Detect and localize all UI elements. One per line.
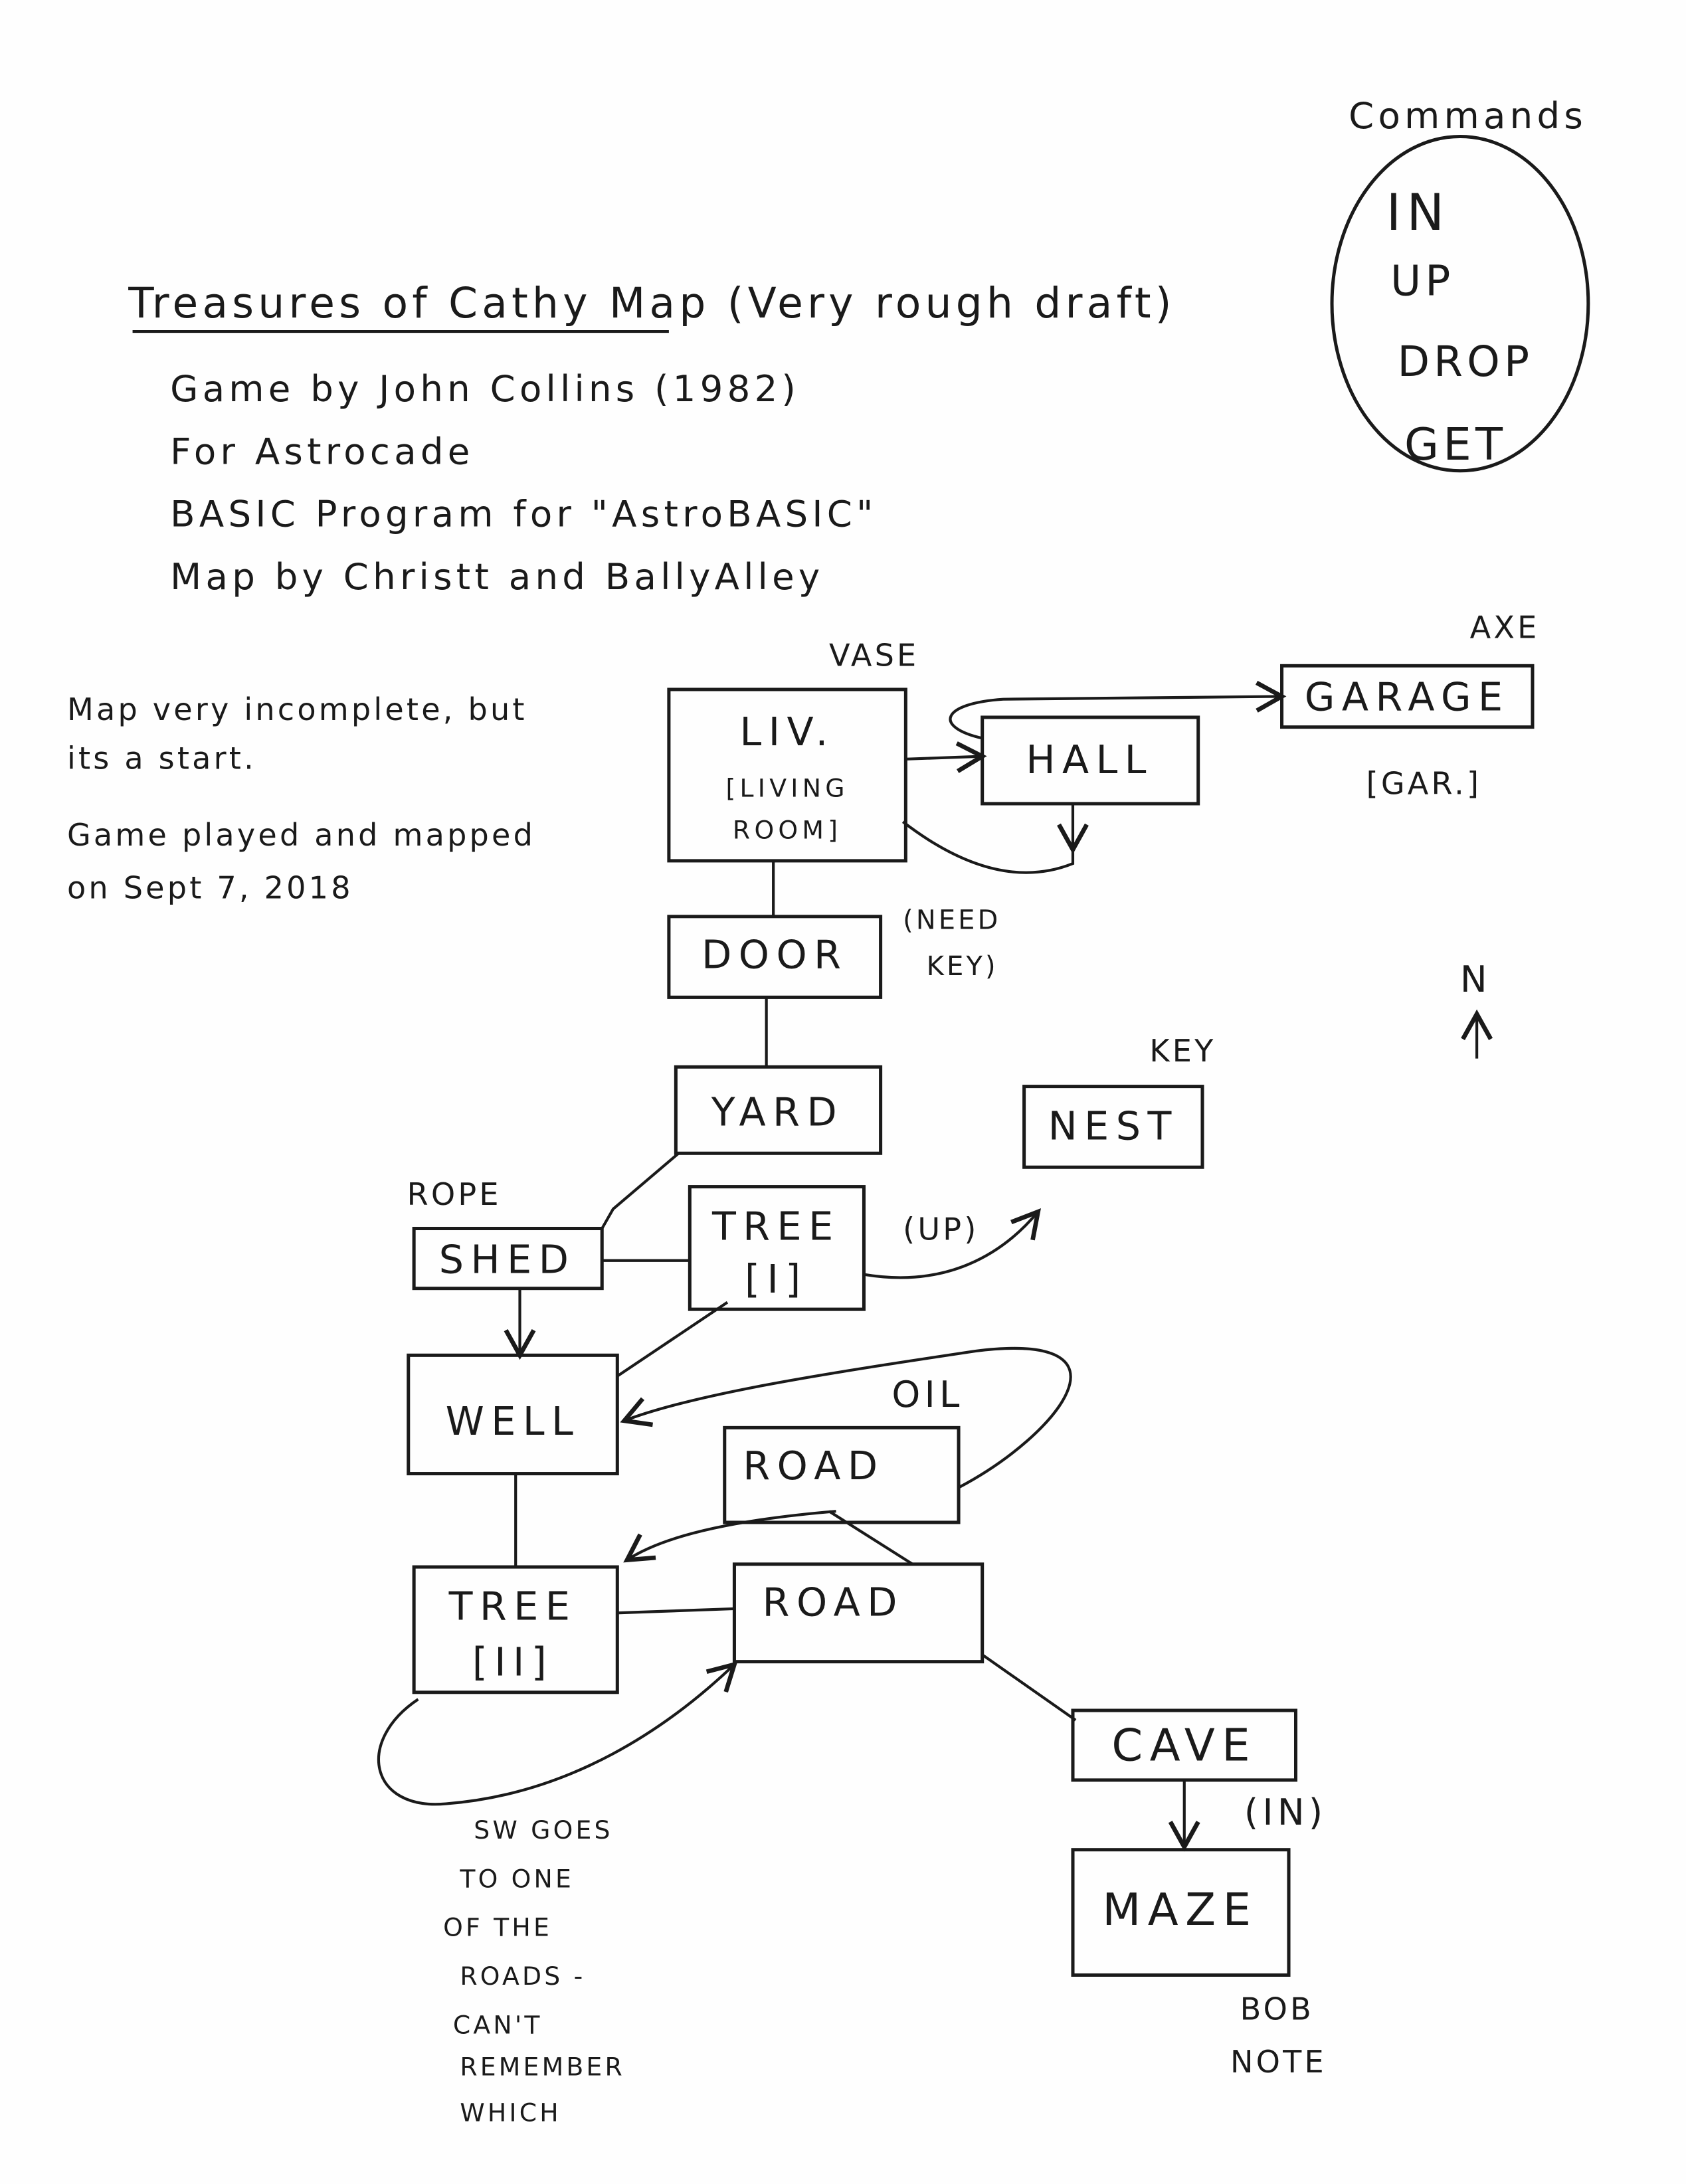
room-nest: NEST KEY bbox=[1022, 1033, 1216, 1169]
command-up: UP bbox=[1390, 257, 1455, 306]
item-label: BOB bbox=[1240, 1991, 1314, 2027]
room-hall: HALL bbox=[981, 715, 1200, 806]
header-line: Game by John Collins (1982) bbox=[170, 367, 800, 410]
item-label: VASE bbox=[829, 637, 919, 673]
path-road1-well bbox=[620, 1346, 1072, 1489]
sw-note-line: ROADS - bbox=[460, 1961, 585, 1991]
room-box bbox=[667, 687, 907, 863]
room-road-1: ROAD OIL bbox=[723, 1373, 963, 1524]
room-name: NEST bbox=[1048, 1103, 1178, 1148]
room-name: YARD bbox=[711, 1089, 844, 1135]
path-tree2-sw-road2 bbox=[377, 1661, 738, 1806]
room-name: GARAGE bbox=[1305, 674, 1510, 719]
room-name: DOOR bbox=[702, 932, 848, 977]
room-box bbox=[1071, 1708, 1298, 1782]
note-line: on Sept 7, 2018 bbox=[67, 870, 353, 906]
room-cave: CAVE (IN) bbox=[1071, 1708, 1327, 1833]
room-box bbox=[1280, 664, 1535, 729]
room-door: DOOR (NEED KEY) bbox=[667, 905, 1000, 999]
room-box bbox=[412, 1565, 619, 1694]
item-label: ROPE bbox=[407, 1176, 502, 1212]
commands-title: Commands bbox=[1349, 94, 1587, 137]
room-name: WELL bbox=[446, 1399, 580, 1444]
path-liv-hall bbox=[905, 741, 987, 773]
room-living-room: LIV. [LIVING ROOM] VASE bbox=[667, 637, 919, 863]
room-box bbox=[732, 1562, 984, 1664]
room-tree-2: TREE [II] bbox=[412, 1565, 619, 1694]
room-box bbox=[1022, 1085, 1204, 1169]
exit-label: (UP) bbox=[903, 1211, 979, 1247]
room-well: WELL bbox=[407, 1353, 619, 1476]
room-box bbox=[1071, 1848, 1291, 1977]
map-title: Treasures of Cathy Map (Very rough draft… bbox=[128, 279, 1175, 327]
sw-note-line: REMEMBER bbox=[460, 2052, 625, 2081]
header-line: For Astrocade bbox=[170, 430, 474, 472]
header-line: Map by Christt and BallyAlley bbox=[170, 555, 824, 598]
path-hall-garage bbox=[949, 680, 1287, 740]
room-name: LIV. bbox=[740, 709, 835, 755]
room-name: TREE bbox=[448, 1584, 577, 1629]
sw-note-line: CAN'T bbox=[453, 2011, 543, 2040]
command-in: IN bbox=[1386, 183, 1450, 242]
room-number: [II] bbox=[472, 1640, 553, 1685]
room-name: HALL bbox=[1026, 737, 1153, 782]
room-name: CAVE bbox=[1111, 1720, 1257, 1772]
note-line: Map very incomplete, but bbox=[67, 691, 527, 727]
room-box bbox=[981, 715, 1200, 806]
path-road2-cave bbox=[981, 1653, 1077, 1722]
sw-note-line: TO ONE bbox=[459, 1864, 574, 1893]
item-label: KEY bbox=[1149, 1033, 1216, 1069]
item-label: OIL bbox=[891, 1373, 963, 1415]
sw-note-line: SW GOES bbox=[474, 1815, 612, 1845]
path-liv-hall-loop bbox=[901, 820, 1075, 874]
room-garage: GARAGE [GAR.] AXE bbox=[1280, 609, 1540, 801]
room-box bbox=[674, 1065, 883, 1155]
sw-note-line: OF THE bbox=[443, 1913, 552, 1942]
exit-label: (IN) bbox=[1244, 1791, 1327, 1833]
room-box bbox=[723, 1425, 961, 1524]
door-note: KEY) bbox=[927, 951, 998, 982]
door-note: (NEED bbox=[903, 905, 1000, 936]
room-number: [I] bbox=[745, 1257, 808, 1302]
room-name: TREE bbox=[711, 1204, 840, 1249]
room-shed: SHED ROPE bbox=[407, 1176, 604, 1291]
path-road1-tree2 bbox=[623, 1510, 836, 1563]
commands-circle bbox=[1330, 134, 1590, 473]
room-name: MAZE bbox=[1102, 1884, 1258, 1936]
room-full-name: ROOM] bbox=[733, 815, 842, 844]
room-tree-1: TREE [I] (UP) bbox=[688, 1185, 979, 1311]
room-box bbox=[407, 1353, 619, 1476]
connections bbox=[377, 680, 1287, 1852]
room-box bbox=[412, 1226, 604, 1291]
compass-label: N bbox=[1460, 958, 1491, 1000]
room-yard: YARD bbox=[674, 1065, 883, 1155]
command-get: GET bbox=[1404, 418, 1507, 470]
note-line: Game played and mapped bbox=[67, 817, 535, 853]
room-name: SHED bbox=[439, 1237, 576, 1283]
room-name: ROAD bbox=[763, 1580, 904, 1625]
room-maze: MAZE BOB NOTE bbox=[1071, 1848, 1327, 2080]
room-box bbox=[667, 915, 883, 999]
item-label: AXE bbox=[1470, 609, 1540, 645]
room-box bbox=[688, 1185, 866, 1311]
sw-note-line: WHICH bbox=[460, 2098, 561, 2128]
sw-note: SW GOES TO ONE OF THE ROADS - CAN'T REME… bbox=[443, 1815, 625, 2128]
path-yard-shed bbox=[601, 1152, 680, 1229]
room-full-name: [LIVING bbox=[725, 773, 848, 802]
path-tree1-nest bbox=[864, 1208, 1041, 1279]
room-abbr: [GAR.] bbox=[1366, 765, 1482, 801]
item-label: NOTE bbox=[1230, 2044, 1327, 2080]
path-road1-road2 bbox=[828, 1510, 913, 1566]
path-tree2-road2 bbox=[617, 1607, 735, 1615]
path-tree1-well bbox=[616, 1301, 729, 1378]
note-line: its a start. bbox=[67, 741, 256, 776]
command-drop: DROP bbox=[1398, 337, 1534, 386]
header-line: BASIC Program for "AstroBASIC" bbox=[170, 493, 877, 535]
room-road-2: ROAD bbox=[732, 1562, 984, 1664]
room-name: ROAD bbox=[743, 1443, 884, 1489]
